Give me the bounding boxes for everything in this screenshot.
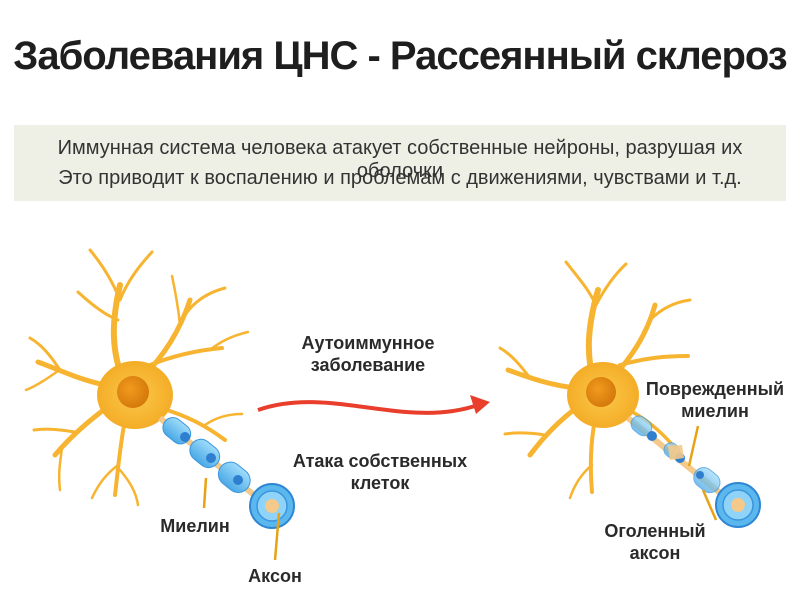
nucleus-left-icon (117, 376, 149, 408)
dendrites-right (498, 260, 692, 500)
attack-label: Атака собственных клеток (292, 451, 468, 493)
damaged-myelin-label: Поврежденный миелин (645, 379, 785, 421)
bare-axon-label: Оголенный аксон (604, 521, 706, 563)
axon-label: Аксон (248, 566, 302, 586)
myelin-label: Миелин (160, 516, 230, 536)
demyelinated-axon-right (626, 415, 761, 528)
myelinated-axon-left (158, 415, 295, 561)
nucleus-right-icon (586, 377, 616, 407)
autoimmune-label: Аутоиммунное заболевание (301, 333, 435, 375)
page-title: Заболевания ЦНС - Рассеянный склероз (13, 34, 787, 78)
healthy-neuron (24, 248, 295, 561)
description-line-2: Это приводит к воспалению и проблемам с … (58, 167, 742, 189)
transition-arrow-icon (257, 395, 490, 415)
description-line-1: Иммунная система человека атакует собств… (57, 137, 743, 182)
description-banner: Иммунная система человека атакует собств… (14, 125, 786, 201)
damaged-neuron (498, 260, 761, 528)
